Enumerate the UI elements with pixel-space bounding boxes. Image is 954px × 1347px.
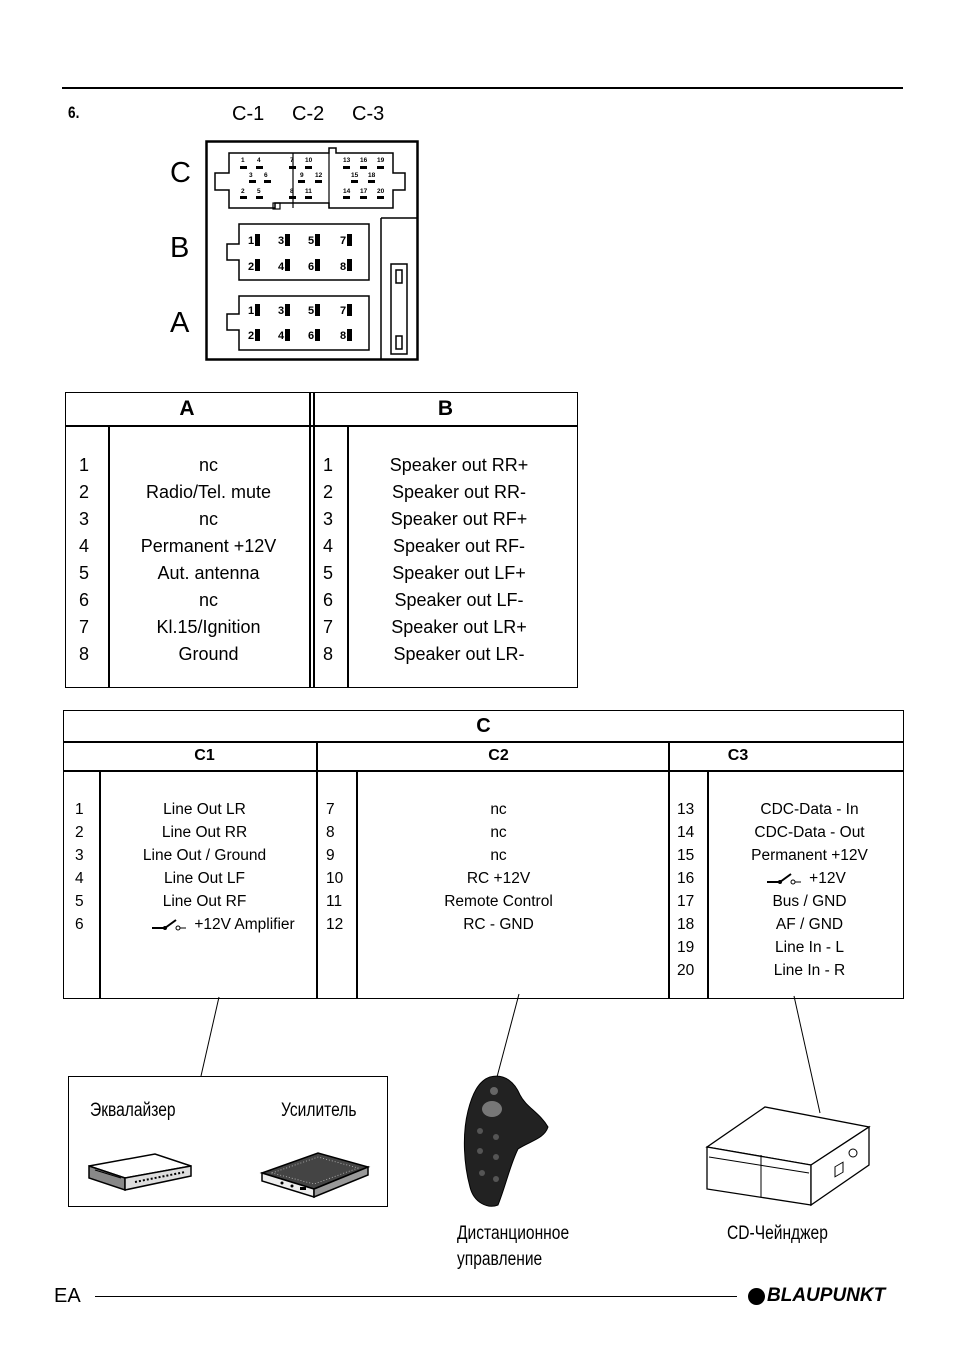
connector-label-c1: C-1 xyxy=(232,103,265,125)
switch-icon xyxy=(152,919,187,931)
svg-text:10: 10 xyxy=(305,157,313,164)
connector-row-a: A xyxy=(170,307,190,339)
svg-text:7: 7 xyxy=(290,157,294,164)
pin-table-ab xyxy=(65,392,578,688)
amplifier-label: Усилитель xyxy=(281,1100,357,1121)
brand-dot-icon xyxy=(748,1287,765,1305)
connector-label-c2: C-2 xyxy=(292,103,325,125)
svg-text:6: 6 xyxy=(308,261,314,273)
svg-text:1: 1 xyxy=(248,305,254,317)
svg-text:9: 9 xyxy=(300,172,304,179)
page-code: EA xyxy=(54,1285,81,1307)
svg-text:13: 13 xyxy=(343,157,351,164)
svg-text:3: 3 xyxy=(278,235,284,247)
svg-text:2: 2 xyxy=(248,330,254,342)
connector-label-c3: C-3 xyxy=(352,103,385,125)
header-c2: C2 xyxy=(488,747,509,764)
switch-icon xyxy=(767,873,802,885)
svg-text:12: 12 xyxy=(315,172,323,179)
svg-text:6: 6 xyxy=(308,330,314,342)
cd-changer-icon xyxy=(705,1106,871,1207)
connector-row-b: B xyxy=(170,232,190,264)
svg-text:8: 8 xyxy=(340,330,346,342)
connector-row-c: C xyxy=(170,157,191,189)
remote-control-icon xyxy=(463,1075,549,1207)
accessory-box xyxy=(68,1076,388,1207)
pin-table-c xyxy=(63,710,904,999)
header-c1: C1 xyxy=(194,747,215,764)
svg-text:16: 16 xyxy=(360,157,368,164)
svg-text:2: 2 xyxy=(248,261,254,273)
pin-c-1: 1 xyxy=(241,157,245,164)
svg-text:19: 19 xyxy=(377,157,385,164)
footer-rule xyxy=(95,1296,737,1298)
svg-text:4: 4 xyxy=(278,261,285,273)
equalizer-label: Эквалайзер xyxy=(90,1100,176,1121)
b-values: Speaker out RR+Speaker out RR-Speaker ou… xyxy=(389,455,529,664)
svg-text:5: 5 xyxy=(257,188,261,195)
remote-label-line1: Дистанционное xyxy=(457,1223,570,1244)
svg-text:5: 5 xyxy=(308,305,314,317)
svg-text:6: 6 xyxy=(264,172,268,179)
svg-text:8: 8 xyxy=(290,188,294,195)
header-c3: C3 xyxy=(727,747,749,764)
remote-label-line2: управление xyxy=(457,1249,543,1270)
svg-text:15: 15 xyxy=(351,172,359,179)
svg-text:2: 2 xyxy=(241,188,245,195)
svg-text:1: 1 xyxy=(248,235,254,247)
svg-text:17: 17 xyxy=(360,188,368,195)
svg-text:11: 11 xyxy=(305,188,312,195)
amplifier-icon xyxy=(259,1152,371,1199)
header-a: A xyxy=(179,397,195,420)
top-rule xyxy=(62,87,903,89)
brand-logo: BLAUPUNKT xyxy=(748,1285,885,1307)
svg-text:3: 3 xyxy=(278,305,284,317)
header-b: B xyxy=(437,397,454,420)
svg-text:8: 8 xyxy=(340,261,346,273)
svg-text:4: 4 xyxy=(257,157,261,164)
step-number: 6. xyxy=(68,103,80,122)
header-c: C xyxy=(476,715,491,737)
svg-text:20: 20 xyxy=(377,188,385,195)
svg-text:18: 18 xyxy=(368,172,376,179)
svg-text:5: 5 xyxy=(308,235,314,247)
svg-text:14: 14 xyxy=(343,188,351,195)
svg-text:7: 7 xyxy=(340,305,346,317)
cd-changer-label: CD-Чейнджер xyxy=(727,1223,828,1244)
equalizer-icon xyxy=(88,1153,192,1192)
svg-text:7: 7 xyxy=(340,235,346,247)
svg-text:4: 4 xyxy=(278,330,285,342)
svg-text:3: 3 xyxy=(249,172,253,179)
